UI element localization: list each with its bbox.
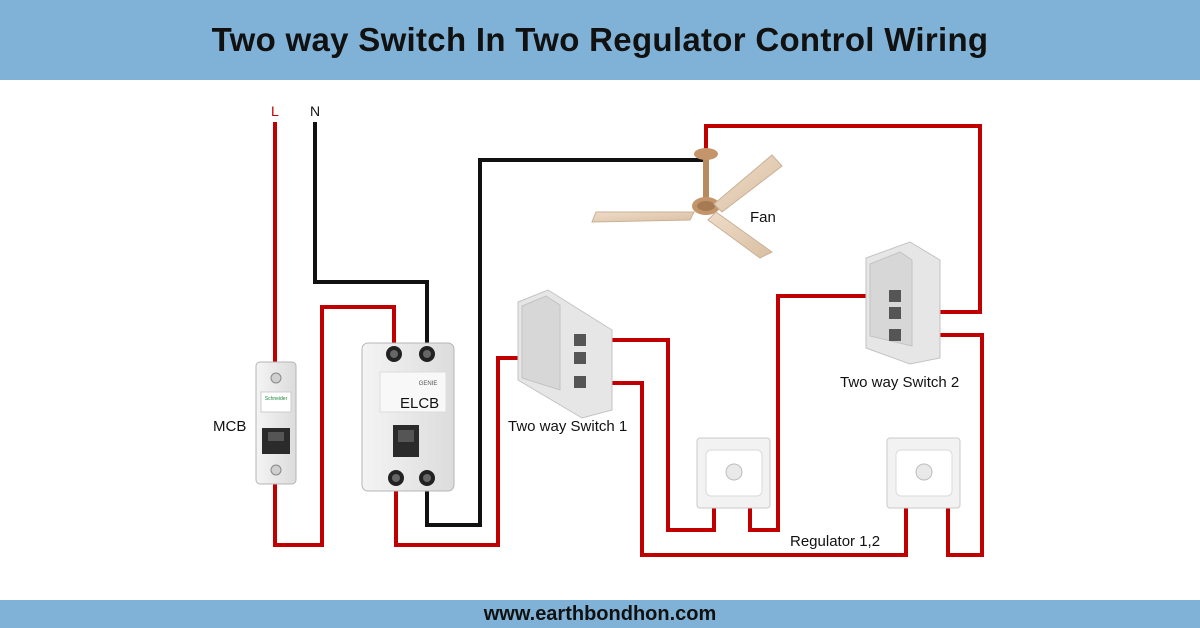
elcb-label: ELCB [400,395,439,412]
two-way-switch-1 [517,289,613,419]
title-banner: Two way Switch In Two Regulator Control … [0,0,1200,80]
switch1-to-regulator2-wire [580,381,908,557]
wiring-diagram: L N Schneider MCB GENIE ELCB [213,103,984,557]
mcb-device: Schneider [255,361,297,485]
fan-label: Fan [750,209,776,226]
line-label: L [271,103,279,119]
website-link[interactable]: www.earthbondhon.com [483,602,717,625]
elcb-device: GENIE [361,342,455,492]
switch1-label: Two way Switch 1 [508,418,627,435]
switch1-to-regulator1-wire [580,338,716,532]
switch2-label: Two way Switch 2 [840,374,959,391]
regulator-2 [886,437,961,509]
neutral-supply-wire [313,122,429,352]
ceiling-fan [591,148,783,259]
neutral-to-fan-wire [425,158,703,527]
mcb-to-elcb-wire [273,305,396,547]
neutral-label: N [310,103,320,119]
page-title: Two way Switch In Two Regulator Control … [211,21,989,58]
regulator-label: Regulator 1,2 [790,533,880,550]
switch2-to-fan-wire [704,124,982,314]
regulator2-to-switch2-wire [896,333,984,557]
regulator1-to-switch2-wire [748,294,896,532]
mcb-brand: Schneider [265,396,288,402]
two-way-switch-2 [865,241,941,365]
footer-banner: www.earthbondhon.com [0,600,1200,628]
elcb-brand: GENIE [419,381,438,387]
mcb-label: MCB [213,418,246,435]
regulator-1 [696,437,771,509]
